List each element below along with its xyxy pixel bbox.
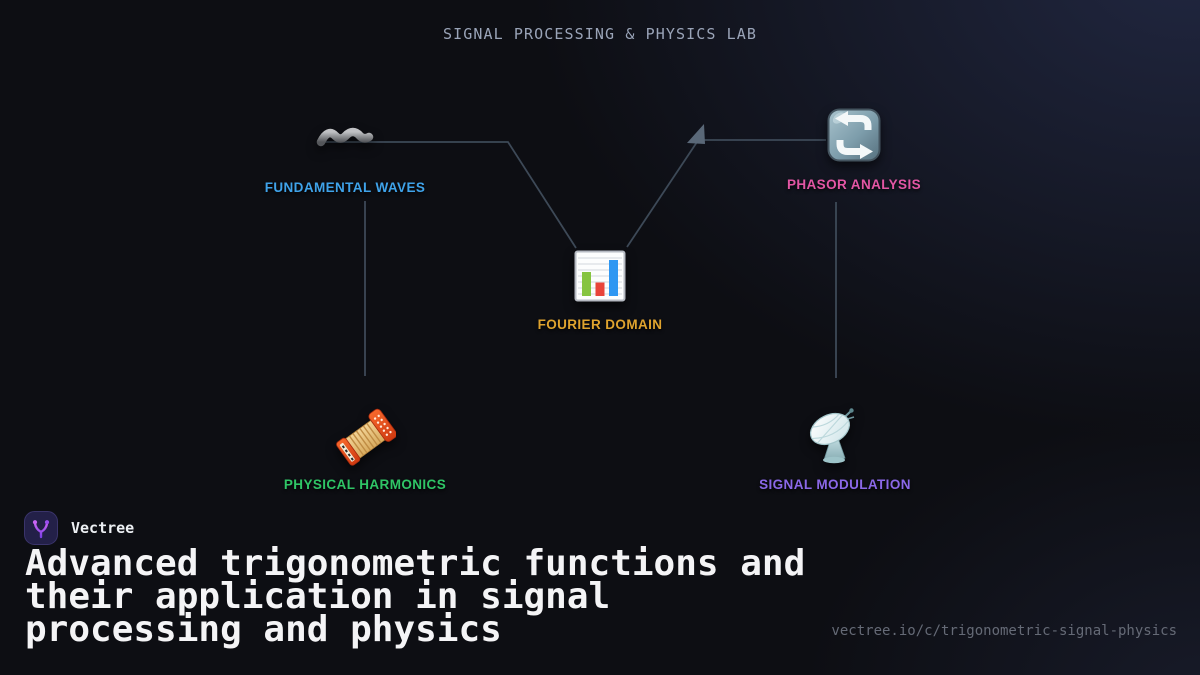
vectree-logo-icon bbox=[24, 511, 58, 545]
page-title: SIGNAL PROCESSING & PHYSICS LAB bbox=[442, 25, 758, 43]
diagram-node-phasor-analysis: PHASOR ANALYSIS bbox=[734, 108, 974, 192]
node-label-fundamental-waves: FUNDAMENTAL WAVES bbox=[264, 180, 426, 195]
arrowhead-icon bbox=[687, 124, 705, 144]
diagram-node-signal-modulation: SIGNAL MODULATION bbox=[715, 405, 955, 492]
footer-url: vectree.io/c/trigonometric-signal-physic… bbox=[831, 623, 1177, 639]
node-label-signal-modulation: SIGNAL MODULATION bbox=[759, 477, 911, 492]
brand-row: Vectree bbox=[24, 511, 134, 545]
headline-line-2: their application in signal bbox=[25, 576, 611, 617]
diagram-node-fundamental-waves: FUNDAMENTAL WAVES bbox=[225, 120, 465, 195]
node-label-phasor-analysis: PHASOR ANALYSIS bbox=[786, 177, 922, 192]
diagram-node-physical-harmonics: PHYSICAL HARMONICS bbox=[245, 406, 485, 492]
accordion-icon bbox=[334, 406, 398, 468]
satellite-antenna-icon bbox=[804, 405, 866, 467]
wavy-dash-icon bbox=[316, 120, 374, 156]
bar-chart-icon bbox=[573, 249, 627, 303]
headline-line-1: Advanced trigonometric functions and bbox=[25, 543, 806, 584]
counterclockwise-arrows-icon bbox=[827, 108, 881, 162]
node-label-physical-harmonics: PHYSICAL HARMONICS bbox=[283, 477, 447, 492]
node-label-fourier-domain: FOURIER DOMAIN bbox=[537, 317, 663, 332]
edge-fourier-to-junction bbox=[626, 138, 700, 248]
headline: Advanced trigonometric functions and the… bbox=[25, 543, 806, 650]
headline-line-3: processing and physics bbox=[25, 609, 502, 650]
diagram-node-fourier-domain: FOURIER DOMAIN bbox=[480, 249, 720, 332]
brand-name: Vectree bbox=[71, 519, 135, 537]
